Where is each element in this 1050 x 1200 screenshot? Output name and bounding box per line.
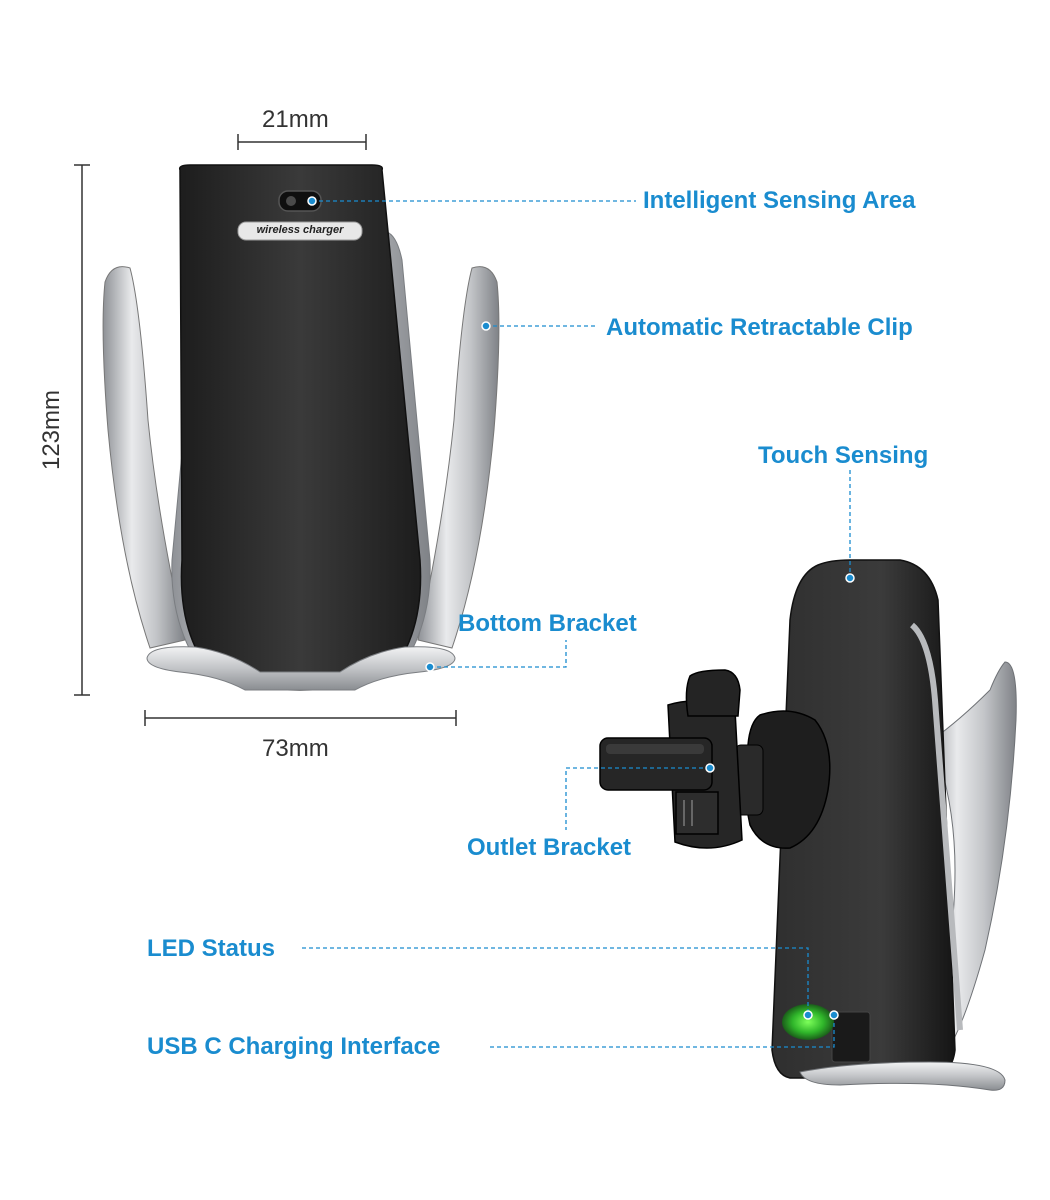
charger-body	[178, 164, 422, 691]
connector-box	[675, 791, 719, 835]
label-bottom-bracket: Bottom Bracket	[458, 610, 637, 637]
bottom-bracket	[146, 646, 456, 691]
bottom-width-label: 73mm	[262, 735, 329, 762]
front-view	[102, 164, 500, 691]
label-sensing-area: Intelligent Sensing Area	[643, 187, 916, 214]
badge-text: wireless charger	[256, 224, 344, 236]
label-retractable-clip: Automatic Retractable Clip	[606, 314, 913, 341]
vent-prong-top	[685, 669, 741, 717]
label-usb-interface: USB C Charging Interface	[147, 1033, 441, 1060]
callout-dots	[307, 196, 855, 1020]
height-label: 123mm	[38, 389, 65, 471]
usb-port	[831, 1011, 871, 1063]
label-outlet-bracket: Outlet Bracket	[467, 834, 632, 861]
top-width-label: 21mm	[262, 106, 329, 133]
label-led-status: LED Status	[147, 935, 276, 962]
callout-leaders	[302, 200, 851, 1048]
led-indicator	[782, 1004, 834, 1040]
label-touch-sensing: Touch Sensing	[758, 442, 929, 469]
side-base	[799, 1061, 1006, 1091]
side-view	[599, 559, 1017, 1091]
dimension-lines	[74, 134, 457, 726]
badge-plate	[237, 221, 363, 241]
